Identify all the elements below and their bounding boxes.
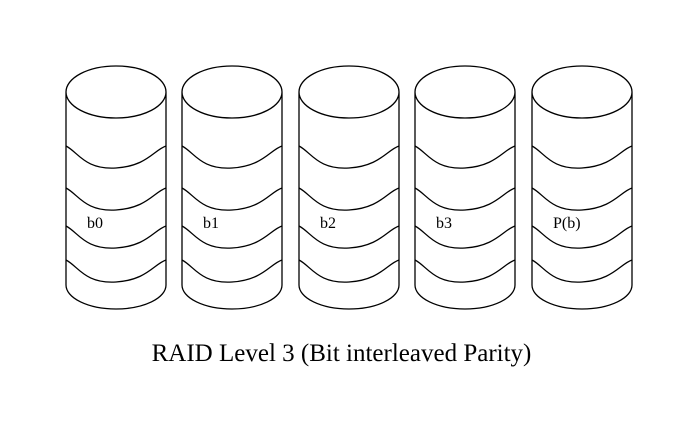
diagram-caption: RAID Level 3 (Bit interleaved Parity) (151, 340, 532, 367)
disk-outline (65, 65, 167, 310)
platter-separator (531, 145, 633, 169)
platter-separator (298, 259, 400, 283)
disk-outline (531, 65, 633, 310)
platter-separator (531, 187, 633, 211)
disk-label: b2 (320, 215, 336, 232)
platter-separator (181, 145, 283, 169)
disk-array: b0 b1 b2 b3 P(b) (65, 65, 633, 310)
platter-separator (65, 225, 167, 249)
disk-0: b0 (65, 65, 167, 310)
disk-1: b1 (181, 65, 283, 310)
disk-4: P(b) (531, 65, 633, 310)
platter-separator (298, 225, 400, 249)
platter-separator (181, 225, 283, 249)
platter-separator (65, 187, 167, 211)
platter-separator (531, 225, 633, 249)
platter-separator (181, 259, 283, 283)
disk-label: b1 (203, 215, 219, 232)
disk-outline (298, 65, 400, 310)
platter-separator (531, 259, 633, 283)
disk-outline (414, 65, 516, 310)
disk-label: b0 (87, 215, 103, 232)
disk-2: b2 (298, 65, 400, 310)
platter-separator (298, 145, 400, 169)
platter-separator (65, 145, 167, 169)
platter-separator (414, 145, 516, 169)
platter-separator (414, 259, 516, 283)
platter-separator (181, 187, 283, 211)
disk-label: P(b) (553, 215, 581, 232)
disk-3: b3 (414, 65, 516, 310)
disk-outline (181, 65, 283, 310)
platter-separator (298, 187, 400, 211)
disk-label: b3 (436, 215, 452, 232)
platter-separator (65, 259, 167, 283)
platter-separator (414, 225, 516, 249)
platter-separator (414, 187, 516, 211)
